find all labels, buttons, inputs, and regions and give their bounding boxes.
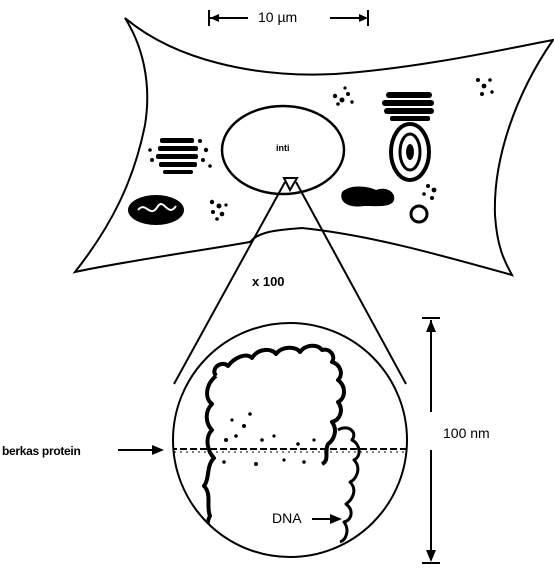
mitochondrion-right xyxy=(391,124,429,180)
vesicles-upper-right xyxy=(476,78,494,96)
vesicles-top-center xyxy=(333,86,354,105)
er-upper-right xyxy=(382,92,434,121)
cell-membrane xyxy=(75,18,553,275)
protein-arrow xyxy=(118,445,164,455)
scale-label-100nm: 100 nm xyxy=(443,425,490,441)
vesicles-lower-right xyxy=(422,184,436,200)
scale-label-10um: 10 µm xyxy=(258,9,297,25)
protein-bundle-label: berkas protein xyxy=(2,444,81,458)
nucleus-label: inti xyxy=(276,143,290,153)
magnification-label: x 100 xyxy=(252,274,285,289)
golgi-left xyxy=(148,138,212,174)
lysosome xyxy=(411,206,427,222)
organelle-mid-right xyxy=(341,187,394,207)
right-scale-bar xyxy=(422,318,440,563)
vesicles-bottom-left xyxy=(210,200,228,221)
dna-label: DNA xyxy=(272,510,302,526)
mitochondrion-left xyxy=(128,195,184,225)
